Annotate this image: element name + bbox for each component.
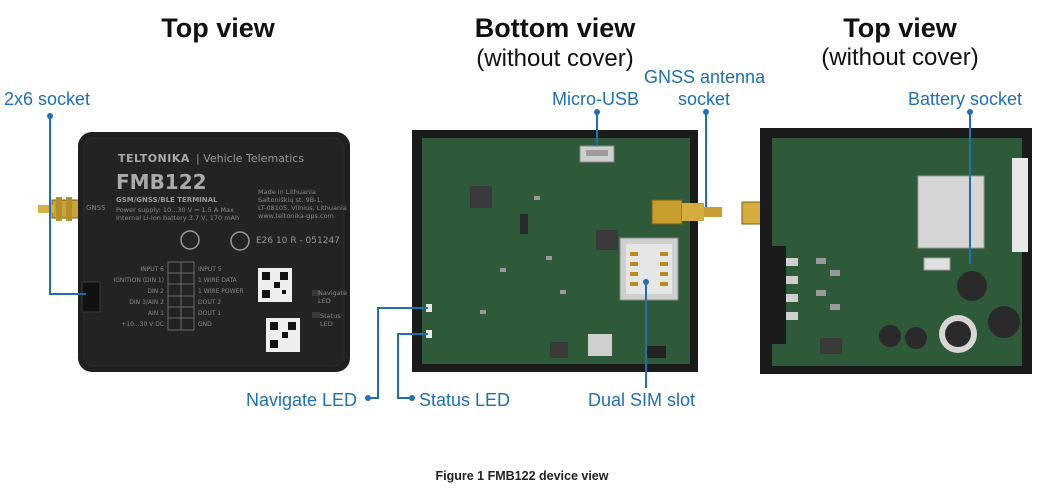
view-subtitle-top-open: (without cover) xyxy=(821,44,979,71)
pin-label: GND xyxy=(198,321,212,328)
callout-2x6-socket: 2x6 socket xyxy=(4,89,91,109)
pin-label: INPUT 6 xyxy=(140,266,164,273)
device-pins-left: INPUT 6 IGNITION (DIN 1) DIN 2 DIN 3/AIN… xyxy=(106,264,164,330)
pin-label: 1 WIRE POWER xyxy=(198,288,244,295)
pin-label: 1 WIRE DATA xyxy=(198,277,237,284)
callout-status-led: Status LED xyxy=(419,390,511,410)
view-subtitle-bottom: (without cover) xyxy=(476,45,634,72)
figure-caption: Figure 1 FMB122 device view xyxy=(435,469,609,483)
callout-battery-socket: Battery socket xyxy=(908,89,1023,109)
pin-label: DOUT 1 xyxy=(198,310,222,317)
device-power-1: Power supply: 10...30 V ⎓ 1.5 A Max xyxy=(116,206,234,214)
device-website: www.teltonika-gps.com xyxy=(258,212,334,220)
device-nav-led-label: Navigate LED xyxy=(318,289,348,305)
pin-label: DIN 3/AIN 2 xyxy=(129,299,164,306)
pin-label: +10...30 V DC xyxy=(121,321,164,328)
callout-line-2x6-socket xyxy=(49,116,86,295)
device-tagline: | Vehicle Telematics xyxy=(196,152,305,165)
callout-navigate-led: Navigate LED xyxy=(246,390,358,410)
view-title-bottom: Bottom view xyxy=(474,13,636,43)
device-model: FMB122 xyxy=(116,170,207,194)
pin-label: INPUT 5 xyxy=(198,266,222,273)
callout-gnss-line1: GNSS antenna xyxy=(644,67,766,87)
callout-dual-sim: Dual SIM slot xyxy=(588,390,696,410)
pcb-top xyxy=(741,128,1032,374)
callout-micro-usb: Micro-USB xyxy=(552,89,640,109)
device-cert: E26 10 R - 051247 xyxy=(256,236,340,246)
pin-label: DOUT 2 xyxy=(198,299,222,306)
callout-lines xyxy=(49,112,971,399)
device-address-2: LT-08105, Vilnius, Lithuania xyxy=(258,204,347,212)
device-gnss-label: GNSS xyxy=(86,204,106,212)
pin-label: DIN 2 xyxy=(147,288,164,295)
device-status-led-label: Status LED xyxy=(320,312,341,328)
device-made-in: Made in Lithuania xyxy=(258,188,316,196)
callout-gnss-line2: socket xyxy=(678,89,731,109)
device-housing-top xyxy=(38,132,350,372)
callout-line-status-led xyxy=(397,333,428,399)
view-title-top: Top view xyxy=(161,13,275,43)
device-power-2: Internal Li-Ion battery 3.7 V, 170 mAh xyxy=(116,214,240,222)
pin-label: AIN 1 xyxy=(147,310,164,317)
device-terminal: GSM/GNSS/BLE TERMINAL xyxy=(116,196,218,204)
callout-dots xyxy=(47,109,973,401)
device-address-1: Saltoniškių st. 9B-1, xyxy=(258,196,323,204)
device-brand: TELTONIKA xyxy=(118,152,190,165)
callout-line-navigate-led xyxy=(366,307,428,399)
device-pins-right: INPUT 5 1 WIRE DATA 1 WIRE POWER DOUT 2 … xyxy=(198,264,256,330)
pin-label: IGNITION (DIN 1) xyxy=(113,277,164,284)
pcb-bottom xyxy=(412,130,722,372)
view-title-top-open: Top view xyxy=(843,13,957,43)
